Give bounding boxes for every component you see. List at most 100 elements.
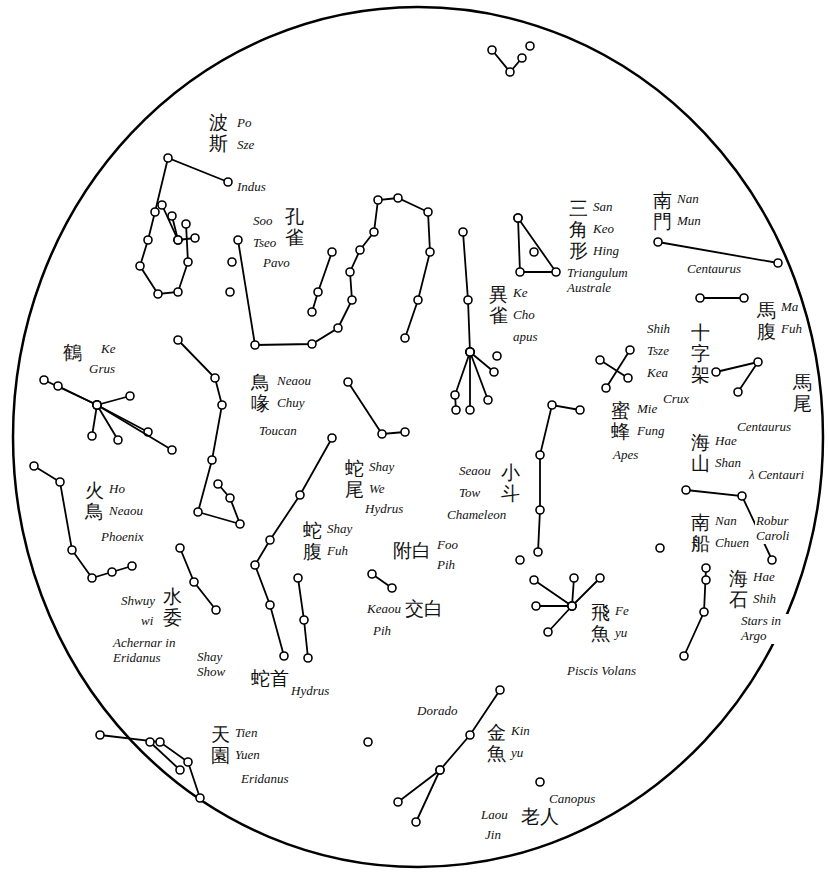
chinese-name: 南船 <box>690 512 711 554</box>
chinese-name: 海山 <box>690 432 711 474</box>
star-label: Po <box>236 116 252 131</box>
star-label: Pih <box>436 558 456 573</box>
chinese-name: 十字架 <box>690 322 711 385</box>
star-label: Neaou <box>276 374 312 389</box>
sky-circle <box>13 7 823 867</box>
single-stars <box>226 42 710 786</box>
star-figure <box>228 258 236 266</box>
star-label: Canopus <box>548 792 596 807</box>
star-figure <box>178 340 240 524</box>
star-figure <box>536 606 572 632</box>
star-figure <box>162 205 195 240</box>
chinese-name: 天園 <box>210 724 231 766</box>
star-figure <box>172 216 178 240</box>
star-label: Hae <box>714 434 738 449</box>
star-label: Mun <box>676 214 702 229</box>
star-label: apus <box>512 330 539 345</box>
star-figure <box>492 50 522 72</box>
star-label: Foo <box>436 538 459 553</box>
star-label: Chuy <box>276 396 305 411</box>
star-label: Phoenix <box>100 530 145 545</box>
chinese-name: 水委 <box>162 586 183 628</box>
star-label: Shih <box>752 592 777 607</box>
star-figure <box>238 198 430 345</box>
chinese-name: 海石 <box>728 568 749 610</box>
star-label: Toucan <box>258 424 298 439</box>
star-label: Ke <box>100 342 116 357</box>
star-label: Hydrus <box>364 502 404 517</box>
star-figure <box>298 578 308 658</box>
star-figure <box>516 556 524 564</box>
star-label: Indus <box>236 180 267 195</box>
star-label: Fung <box>636 424 665 439</box>
constellation-figures <box>34 50 778 822</box>
star-label: Soo <box>252 214 274 229</box>
star-figure <box>470 352 494 372</box>
star-label: Hydrus <box>290 684 330 699</box>
star-label: Fuh <box>780 322 803 337</box>
star-label: Shay <box>326 522 353 537</box>
star-label: Eridanus <box>240 772 290 787</box>
star-label: Yuen <box>234 748 261 763</box>
star-figure <box>180 548 216 610</box>
chinese-name: 蛇尾 <box>344 458 365 500</box>
star-label: Hing <box>592 244 620 259</box>
star-figure <box>606 350 630 388</box>
chinese-name: 鳥喙 <box>250 372 271 414</box>
star-label: Kea <box>646 366 669 381</box>
star-figure <box>92 405 97 436</box>
star-label: Tsze <box>646 344 670 359</box>
star-label: Keo <box>592 222 615 237</box>
star-label: Mie <box>636 402 658 417</box>
star-figure <box>518 218 556 272</box>
star-label: Nan <box>714 514 738 529</box>
star-figure <box>398 690 500 802</box>
star-figure <box>348 382 405 434</box>
chinese-name: 南門 <box>652 190 673 232</box>
star-label: yu <box>510 746 524 761</box>
chinese-name: 異雀 <box>488 284 509 326</box>
star-label: Shay <box>368 460 395 475</box>
star-figure <box>140 158 228 294</box>
star-label: San <box>592 200 614 215</box>
star-label: Chameleon <box>446 508 507 523</box>
chinese-name: 孔雀 <box>284 206 305 248</box>
star-label: Pavo <box>262 256 291 271</box>
star-label: Shih <box>646 322 671 337</box>
star-figure <box>572 578 574 606</box>
chinese-name: 鶴 <box>62 342 83 363</box>
star-figure <box>372 574 392 588</box>
chinese-name: 火鳥 <box>84 480 105 522</box>
star-figure <box>226 288 234 296</box>
star-label: λ Centauri <box>748 468 805 483</box>
star-label: Cho <box>512 308 536 323</box>
star-figure <box>58 386 172 450</box>
star-label: Shay Show <box>196 650 238 680</box>
star-figure <box>538 405 580 552</box>
star-label: Pih <box>372 624 392 639</box>
star-label: yu <box>614 626 628 641</box>
chinese-name: 馬尾 <box>792 372 813 414</box>
star-label: Triangulum Australe <box>566 266 648 296</box>
star-label: Jin <box>484 828 502 843</box>
star-label: Hae <box>752 570 776 585</box>
chinese-name: 波斯 <box>208 112 229 154</box>
star-label: Neaou <box>108 504 144 519</box>
star-label: Apes <box>612 448 639 463</box>
star-label: Keaou <box>366 602 402 617</box>
star-figure <box>530 248 538 256</box>
chinese-name: 附白 <box>392 540 432 561</box>
star-figure <box>493 352 501 360</box>
star-label: Fe <box>614 604 630 619</box>
star-label: Crux <box>662 392 690 407</box>
chinese-name: 三角形 <box>568 198 589 261</box>
star-figure <box>600 360 628 378</box>
star-label: Tow <box>458 486 481 501</box>
star-label: Nan <box>676 192 700 207</box>
star-figure <box>700 297 744 299</box>
star-figure <box>97 396 130 440</box>
star-figure <box>364 738 372 746</box>
star-label: wi <box>140 614 154 629</box>
star-label: Ke <box>512 286 528 301</box>
